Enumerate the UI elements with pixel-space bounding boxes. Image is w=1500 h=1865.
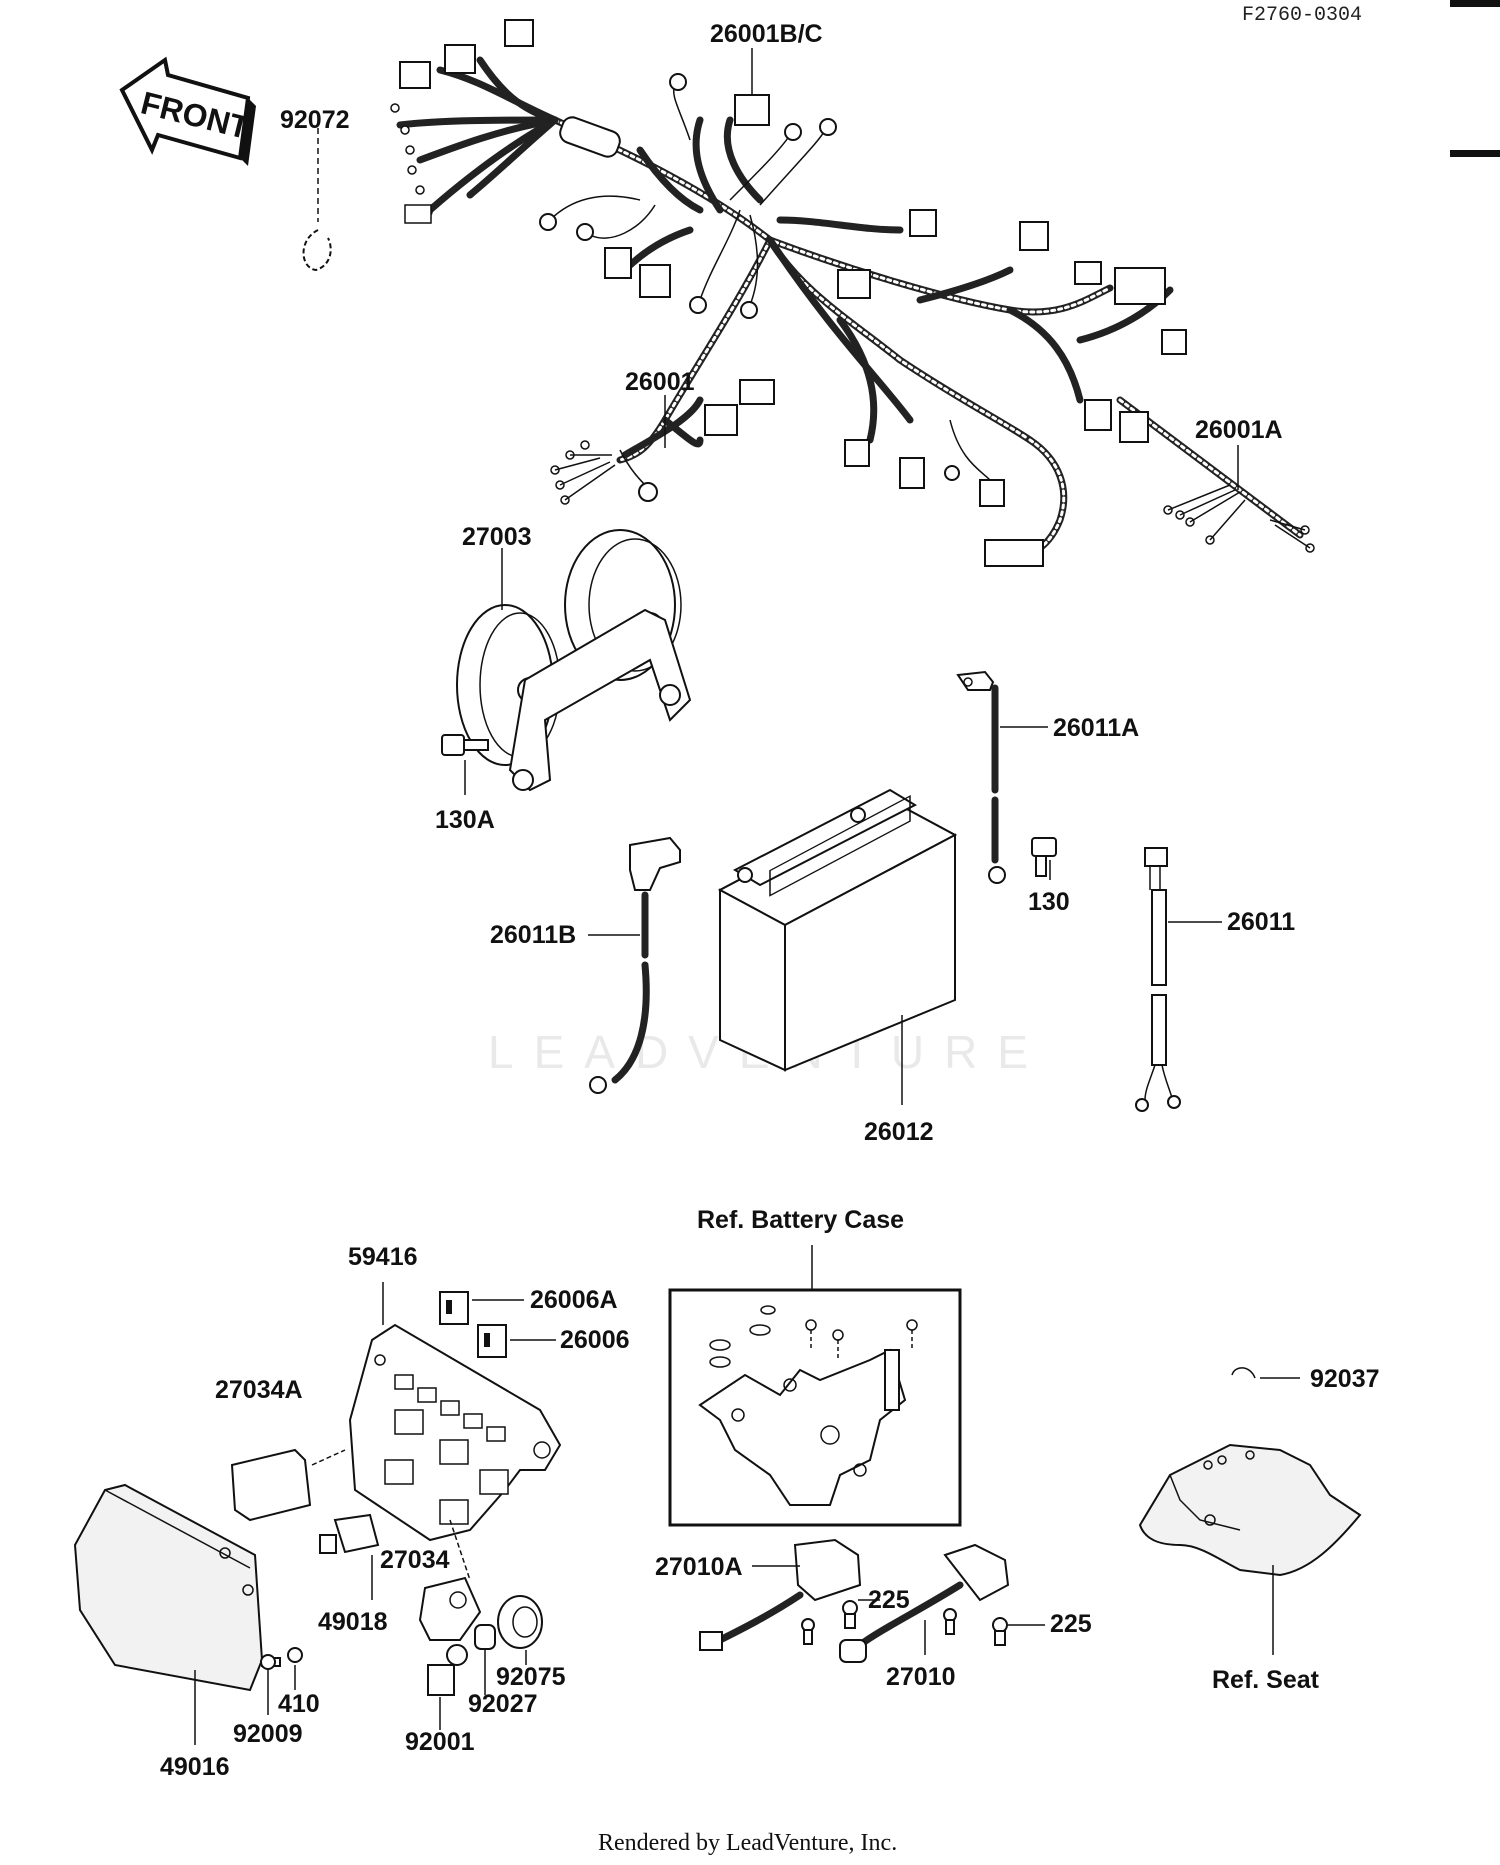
bolt-225-b bbox=[943, 1608, 1008, 1646]
battery-cable-26011a bbox=[956, 670, 1006, 884]
callout-26001bc[interactable]: 26001B/C bbox=[710, 20, 823, 48]
cover-49016 bbox=[73, 1483, 264, 1692]
diode-49018 bbox=[319, 1513, 380, 1554]
bolt-130a bbox=[441, 734, 489, 756]
edge-mark-top bbox=[1450, 0, 1500, 7]
callout-27034a[interactable]: 27034A bbox=[215, 1376, 303, 1404]
callout-92072[interactable]: 92072 bbox=[280, 106, 350, 134]
relay-27034 bbox=[418, 1576, 482, 1641]
battery-case-bracket bbox=[698, 1305, 918, 1506]
callout-49016[interactable]: 49016 bbox=[160, 1753, 230, 1781]
callout-26006a[interactable]: 26006A bbox=[530, 1286, 618, 1314]
bolt-225-a bbox=[801, 1600, 858, 1645]
callout-27034[interactable]: 27034 bbox=[380, 1546, 450, 1574]
callout-26006[interactable]: 26006 bbox=[560, 1326, 630, 1354]
callout-26001a[interactable]: 26001A bbox=[1195, 416, 1283, 444]
ref-seat[interactable]: Ref. Seat bbox=[1212, 1666, 1320, 1694]
battery-case-frame bbox=[668, 1288, 962, 1527]
callout-92009[interactable]: 92009 bbox=[233, 1720, 303, 1748]
callout-130a[interactable]: 130A bbox=[435, 806, 495, 834]
switch-27010a bbox=[699, 1538, 862, 1651]
fuse-26006a bbox=[439, 1291, 469, 1325]
callout-26001[interactable]: 26001 bbox=[625, 368, 695, 396]
callout-49018[interactable]: 49018 bbox=[318, 1608, 388, 1636]
fuse-26006 bbox=[477, 1324, 507, 1358]
bolt-130 bbox=[1031, 837, 1057, 877]
callout-92037[interactable]: 92037 bbox=[1310, 1365, 1380, 1393]
ref-battery-case[interactable]: Ref. Battery Case bbox=[697, 1206, 904, 1234]
callout-410[interactable]: 410 bbox=[278, 1690, 320, 1718]
grommet-92075 bbox=[497, 1595, 543, 1649]
callout-225-a[interactable]: 225 bbox=[868, 1586, 910, 1614]
bolt-92001 bbox=[427, 1644, 468, 1696]
horn-assembly bbox=[456, 529, 692, 792]
callout-59416[interactable]: 59416 bbox=[348, 1243, 418, 1271]
bolt-92009 bbox=[260, 1654, 281, 1670]
callout-27003[interactable]: 27003 bbox=[462, 523, 532, 551]
cable-26011 bbox=[1135, 847, 1181, 1112]
collar-92027 bbox=[474, 1624, 496, 1650]
junction-box-59416 bbox=[348, 1323, 562, 1542]
diagram-code: F2760-0304 bbox=[1242, 4, 1362, 27]
callout-26011b[interactable]: 26011B bbox=[490, 921, 576, 949]
battery-cable-26011b bbox=[589, 836, 681, 1094]
leader-relay-27034a bbox=[311, 1449, 346, 1466]
footer-credit: Rendered by LeadVenture, Inc. bbox=[598, 1830, 897, 1856]
callout-26011[interactable]: 26011 bbox=[1227, 908, 1295, 936]
relay-27034a bbox=[230, 1448, 312, 1522]
callout-130[interactable]: 130 bbox=[1028, 888, 1070, 916]
callout-225-b[interactable]: 225 bbox=[1050, 1610, 1092, 1638]
front-arrow-icon: FRONT bbox=[119, 56, 256, 166]
battery-26012 bbox=[717, 788, 958, 1072]
callout-92027[interactable]: 92027 bbox=[468, 1690, 538, 1718]
callout-26012[interactable]: 26012 bbox=[864, 1118, 934, 1146]
callout-92075[interactable]: 92075 bbox=[496, 1663, 566, 1691]
washer-410 bbox=[287, 1647, 303, 1663]
edge-mark-side bbox=[1450, 150, 1500, 157]
callout-27010a[interactable]: 27010A bbox=[655, 1553, 743, 1581]
callout-92001[interactable]: 92001 bbox=[405, 1728, 475, 1756]
leader-relay-27034 bbox=[449, 1519, 471, 1581]
callout-26011a[interactable]: 26011A bbox=[1053, 714, 1139, 742]
seat-assembly bbox=[1138, 1367, 1362, 1577]
switch-27010 bbox=[839, 1543, 1010, 1663]
wiring-harness bbox=[390, 19, 1315, 567]
callout-27010[interactable]: 27010 bbox=[886, 1663, 956, 1691]
clip-92072 bbox=[302, 229, 332, 272]
